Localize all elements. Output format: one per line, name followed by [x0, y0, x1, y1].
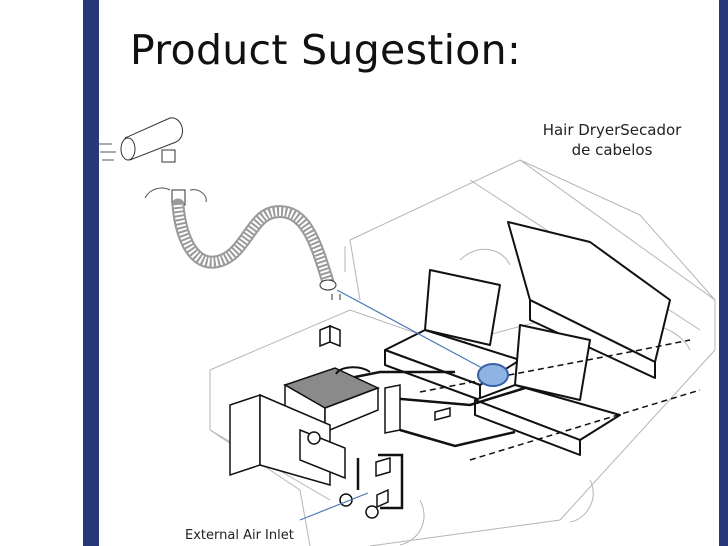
air-inlet-pointer-line [299, 492, 369, 521]
page-title: Product Sugestion: [130, 26, 522, 74]
external-air-inlet-label: External Air Inlet [185, 528, 294, 543]
hair-dryer-label: Hair DryerSecador de cabelos [532, 120, 692, 160]
battery-cable [335, 366, 371, 375]
right-accent-bar [719, 0, 728, 546]
hair-dryer-label-line2: de cabelos [571, 141, 653, 159]
hose-outlet-arrows [331, 294, 341, 300]
hose-outlet [319, 279, 337, 291]
engine-components [229, 324, 451, 519]
flexible-hose [171, 198, 335, 289]
hair-dryer-component [477, 363, 509, 387]
hair-dryer-airflow [98, 143, 207, 203]
left-accent-bar [83, 0, 99, 546]
hair-dryer-nozzle [120, 117, 186, 206]
flexible-hose-rings [173, 204, 333, 284]
hair-dryer-pointer-line [336, 289, 483, 369]
hair-dryer-label-line1: Hair DryerSecador [542, 121, 682, 139]
